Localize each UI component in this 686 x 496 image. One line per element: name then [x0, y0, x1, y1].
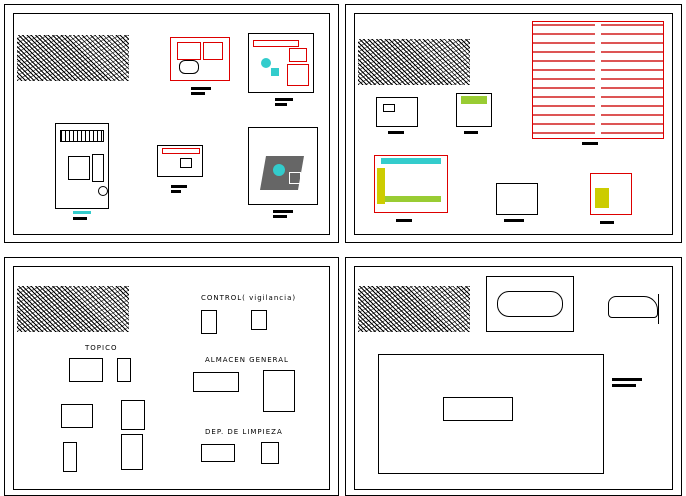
plan-label-bar: [171, 190, 181, 193]
plan-topico-c: [61, 404, 93, 428]
plan-limpieza-b: [261, 442, 279, 464]
sheet-2: [345, 4, 682, 243]
label-almacen: ALMACEN GENERAL: [205, 356, 289, 364]
sheet-2-frame: [354, 13, 673, 235]
sheet-3-title-block: [17, 286, 129, 332]
plan-auditorium: [532, 21, 664, 139]
plan-label-bar: [464, 131, 478, 134]
plan-topico-a: [69, 358, 103, 382]
plan-topico-d: [121, 400, 145, 430]
label-control: CONTROL( vigilancia): [201, 294, 297, 302]
plan-label-cyan: [73, 211, 91, 214]
plan-label-bar: [191, 92, 205, 95]
sheet-1: [4, 4, 339, 243]
parking-plan: [378, 354, 604, 474]
plan-label-bar: [612, 378, 642, 381]
plan-label-bar: [600, 221, 614, 224]
plan-label-bar: [396, 219, 412, 222]
sheet-2-title-block: [358, 39, 470, 85]
plan-label-bar: [171, 185, 187, 188]
plan-label-bar: [273, 215, 287, 218]
plan-lobby: [248, 127, 318, 205]
sheet-4: [345, 257, 682, 496]
plan-label-bar: [273, 210, 293, 213]
plan-label-bar: [612, 384, 636, 387]
plan-bathroom-small: [170, 37, 230, 81]
car-side-view: [608, 296, 658, 318]
plan-topico-e: [63, 442, 77, 472]
plan-control-b: [251, 310, 267, 330]
plan-office: [248, 33, 314, 93]
label-limpieza: DEP. DE LIMPIEZA: [205, 428, 283, 436]
plan-label-bar: [388, 131, 404, 134]
plan-control-a: [201, 310, 217, 334]
plan-label-bar: [191, 87, 211, 90]
sheet-1-frame: [13, 13, 330, 235]
plan-room-b: [496, 183, 538, 215]
label-topico: TOPICO: [85, 344, 118, 352]
plan-almacen-a: [193, 372, 239, 392]
plan-label-bar: [73, 217, 87, 220]
plan-label-bar: [275, 98, 293, 101]
plan-topico-b: [117, 358, 131, 382]
sheet-3-frame: [13, 266, 330, 490]
plan-label-bar: [504, 219, 524, 222]
plan-room-c: [590, 173, 632, 215]
sheet-4-title-block: [358, 286, 470, 332]
plan-kitchen: [55, 123, 109, 209]
plan-almacen-b: [263, 370, 295, 412]
sheet-3: CONTROL( vigilancia) TOPICO ALMACEN GENE…: [4, 257, 339, 496]
plan-label-bar: [582, 142, 598, 145]
dimension-line: [658, 294, 659, 324]
car-top-view: [486, 276, 574, 332]
plan-topico-f: [121, 434, 143, 470]
plan-room-green: [456, 93, 492, 127]
sheet-1-title-block: [17, 35, 129, 81]
plan-storage: [157, 145, 203, 177]
plan-label-bar: [275, 103, 287, 106]
plan-room-a: [376, 97, 418, 127]
sheet-4-frame: [354, 266, 673, 490]
plan-reception: [374, 155, 448, 213]
plan-limpieza-a: [201, 444, 235, 462]
